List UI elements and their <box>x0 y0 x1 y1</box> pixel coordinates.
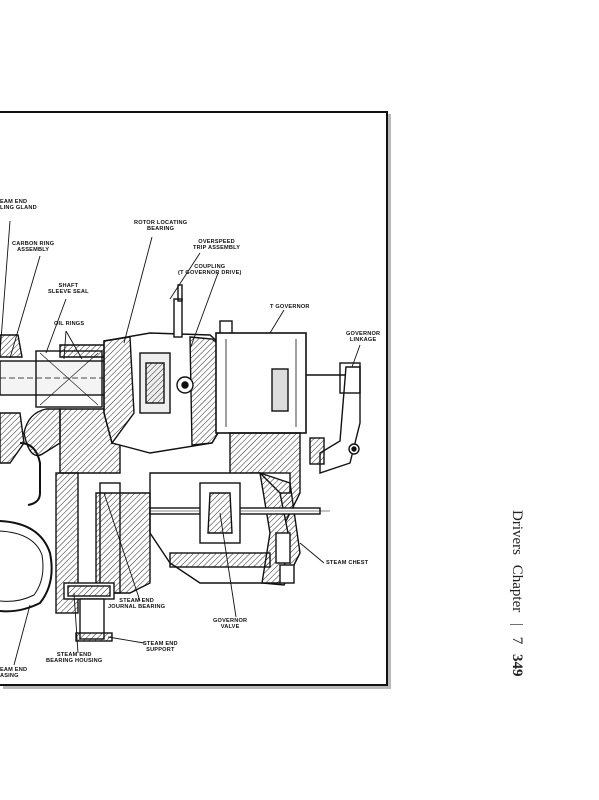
chapter-number: 7 <box>509 636 525 645</box>
label-governor-valve: GOVERNOR VALVE <box>213 618 248 630</box>
label-oil-rings: OIL RINGS <box>54 321 85 327</box>
label-steam-end-journal-bearing: STEAM END JOURNAL BEARING <box>108 598 166 610</box>
label-steam-end-bearing-housing: STEAM END BEARING HOUSING <box>46 652 103 664</box>
chapter-label: Chapter <box>509 564 525 613</box>
turbine-cross-section-figure: EAM END LING GLAND CARBON RING ASSEMBLY … <box>0 111 388 686</box>
running-header: Drivers Chapter | 7 349 <box>487 510 547 700</box>
leader-lines <box>0 220 361 666</box>
section-title: Drivers <box>509 510 525 555</box>
label-rotor-locating-bearing: ROTOR LOCATING BEARING <box>134 220 188 232</box>
label-t-governor: T GOVERNOR <box>270 304 310 310</box>
header-separator: | <box>509 622 525 626</box>
label-steam-chest: STEAM CHEST <box>326 560 369 566</box>
label-governor-linkage: GOVERNOR LINKAGE <box>346 331 381 343</box>
label-coupling-t-governor-drive: COUPLING (T GOVERNOR DRIVE) <box>178 264 242 276</box>
page-number: 349 <box>509 654 525 677</box>
label-steam-end-packing-gland: EAM END LING GLAND <box>0 199 37 211</box>
running-header-text: Drivers Chapter | 7 349 <box>508 510 525 677</box>
label-steam-end-support: STEAM END SUPPORT <box>143 641 178 653</box>
label-shaft-sleeve-seal: SHAFT SLEEVE SEAL <box>48 283 89 295</box>
label-steam-end-casing: EAM END ASING <box>0 667 28 679</box>
label-carbon-ring-assembly: CARBON RING ASSEMBLY <box>12 241 55 253</box>
turbine-drawing <box>0 284 361 642</box>
label-overspeed-trip-assembly: OVERSPEED TRIP ASSEMBLY <box>193 239 241 251</box>
